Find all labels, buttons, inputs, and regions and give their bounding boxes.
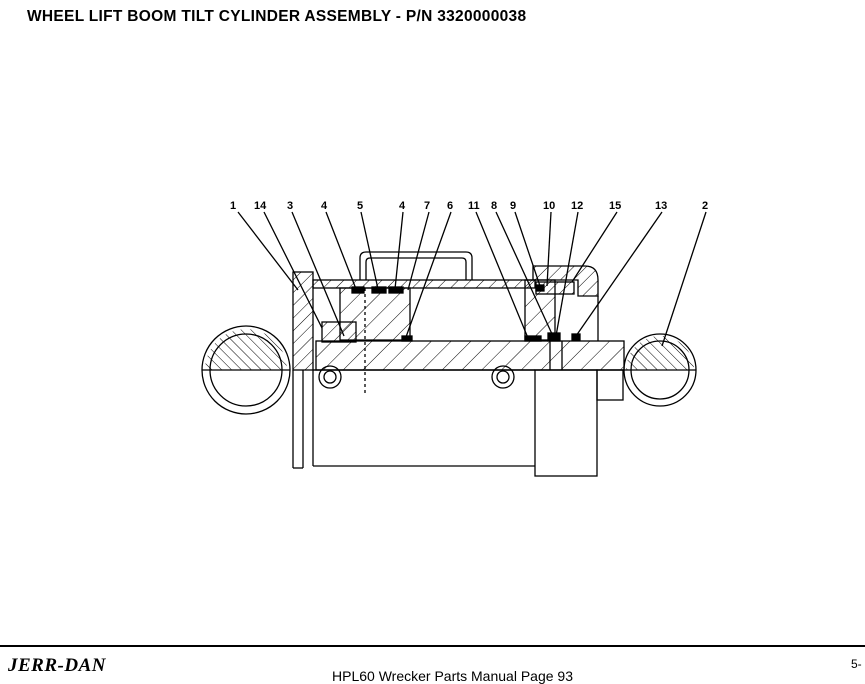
- callout-label: 6: [447, 200, 453, 212]
- cylinder-assembly-diagram: 1 14 3 4 5 4 7 6 11 8 9 10 12 15 13 2: [201, 200, 708, 477]
- cylinder-drawing: [201, 211, 707, 477]
- footer-section-number: 5-: [851, 657, 862, 671]
- callout-label: 14: [254, 200, 267, 212]
- callout-label: 7: [424, 200, 430, 212]
- callout-label: 3: [287, 200, 293, 212]
- jerr-dan-logo: JERR-DAN: [8, 655, 106, 676]
- page-title: WHEEL LIFT BOOM TILT CYLINDER ASSEMBLY -…: [27, 8, 527, 25]
- footer-manual-page: HPL60 Wrecker Parts Manual Page 93: [332, 668, 573, 684]
- callout-label: 8: [491, 200, 497, 212]
- footer-divider: [0, 645, 865, 647]
- callout-label: 1: [230, 200, 236, 212]
- callout-label: 10: [543, 200, 555, 212]
- callout-label: 12: [571, 200, 583, 212]
- callout-label: 2: [702, 200, 708, 212]
- callout-label: 4: [399, 200, 406, 212]
- callout-label: 13: [655, 200, 667, 212]
- callout-label: 15: [609, 200, 621, 212]
- callout-label: 9: [510, 200, 516, 212]
- callout-label: 5: [357, 200, 363, 212]
- callout-labels: 1 14 3 4 5 4 7 6 11 8 9 10 12 15 13 2: [230, 200, 708, 212]
- callout-label: 4: [321, 200, 328, 212]
- callout-label: 11: [468, 200, 480, 212]
